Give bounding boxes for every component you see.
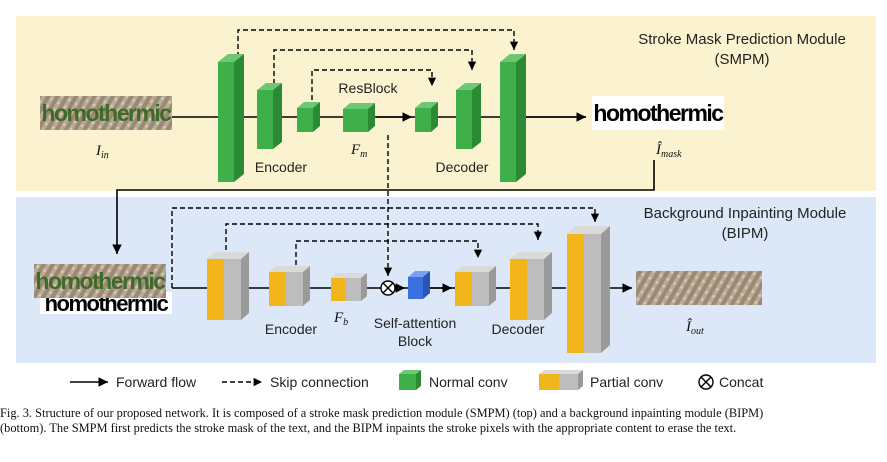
- legend-concat-label: Concat: [719, 374, 763, 390]
- self-attention-block: [408, 271, 430, 299]
- legend-concat-icon: [698, 374, 714, 390]
- smpm-skip-inner: [311, 69, 437, 100]
- smpm-input-label: Iin: [95, 143, 109, 161]
- svg-text:homothermic: homothermic: [41, 100, 172, 126]
- bipm-skip-inner: [295, 240, 483, 265]
- bipm-decoder-block-1: [455, 266, 496, 306]
- bipm-output-label: Îout: [685, 318, 704, 337]
- figure-caption: Fig. 3. Structure of our proposed networ…: [0, 406, 887, 436]
- bipm-input-image: homothermic homothermic: [34, 264, 172, 316]
- smpm-resblock: [343, 103, 375, 132]
- smpm-encoder-label: Encoder: [255, 159, 307, 175]
- bipm-decoder-block-3: [567, 226, 610, 353]
- legend-skip-label: Skip connection: [270, 374, 369, 390]
- mask-to-bipm-arrow: [112, 160, 655, 254]
- smpm-encoder-block-2: [257, 83, 282, 149]
- smpm-decoder-block-1: [415, 102, 438, 132]
- smpm-title: Stroke Mask Prediction Module: [638, 31, 846, 48]
- legend-partial-label: Partial conv: [590, 374, 663, 390]
- self-attention-label-2: Block: [398, 333, 433, 349]
- smpm-mask-label: Îmask: [655, 141, 682, 160]
- legend-partial-conv-swatch: [539, 370, 583, 390]
- smpm-title-abbr: (SMPM): [715, 51, 770, 68]
- smpm-decoder-block-2: [456, 83, 481, 149]
- caption-line-2: (bottom). The SMPM first predicts the st…: [0, 421, 737, 435]
- smpm-resblock-label: ResBlock: [338, 80, 398, 96]
- legend-normal-conv-swatch: [399, 370, 421, 390]
- legend-forward-label: Forward flow: [116, 374, 197, 390]
- svg-text:homothermic: homothermic: [35, 268, 166, 294]
- bipm-encoder-label: Encoder: [265, 321, 317, 337]
- smpm-skip-middle: [273, 49, 477, 84]
- svg-text:homothermic: homothermic: [593, 100, 724, 126]
- smpm-encoder-block-3: [297, 102, 320, 132]
- smpm-decoder-block-3: [500, 54, 526, 182]
- smpm-mask-output-image: homothermic: [592, 96, 726, 130]
- smpm-fm-label: Fm: [350, 142, 367, 160]
- bipm-output-image: [636, 271, 762, 305]
- bipm-decoder-label: Decoder: [492, 321, 545, 337]
- bipm-encoder-block-3: [331, 273, 367, 301]
- legend-normal-label: Normal conv: [429, 374, 508, 390]
- smpm-input-image: homothermic: [40, 96, 174, 130]
- smpm-skip-outer: [237, 29, 519, 57]
- bipm-encoder-block-2: [269, 266, 310, 306]
- caption-line-1: Fig. 3. Structure of our proposed networ…: [0, 406, 764, 420]
- bipm-skip-outer: [171, 207, 600, 288]
- bipm-fb-label: Fb: [333, 310, 348, 328]
- bipm-title-abbr: (BIPM): [722, 225, 769, 242]
- legend: Forward flow Skip connection Normal conv…: [70, 370, 763, 390]
- bipm-encoder-block-1: [207, 252, 249, 320]
- smpm-encoder-block-1: [218, 54, 244, 182]
- self-attention-label: Self-attention: [374, 315, 457, 331]
- concat-node: [380, 280, 396, 296]
- bipm-skip-middle: [225, 223, 543, 250]
- bipm-title: Background Inpainting Module: [644, 205, 847, 222]
- smpm-decoder-label: Decoder: [436, 159, 489, 175]
- bipm-decoder-block-2: [510, 252, 552, 320]
